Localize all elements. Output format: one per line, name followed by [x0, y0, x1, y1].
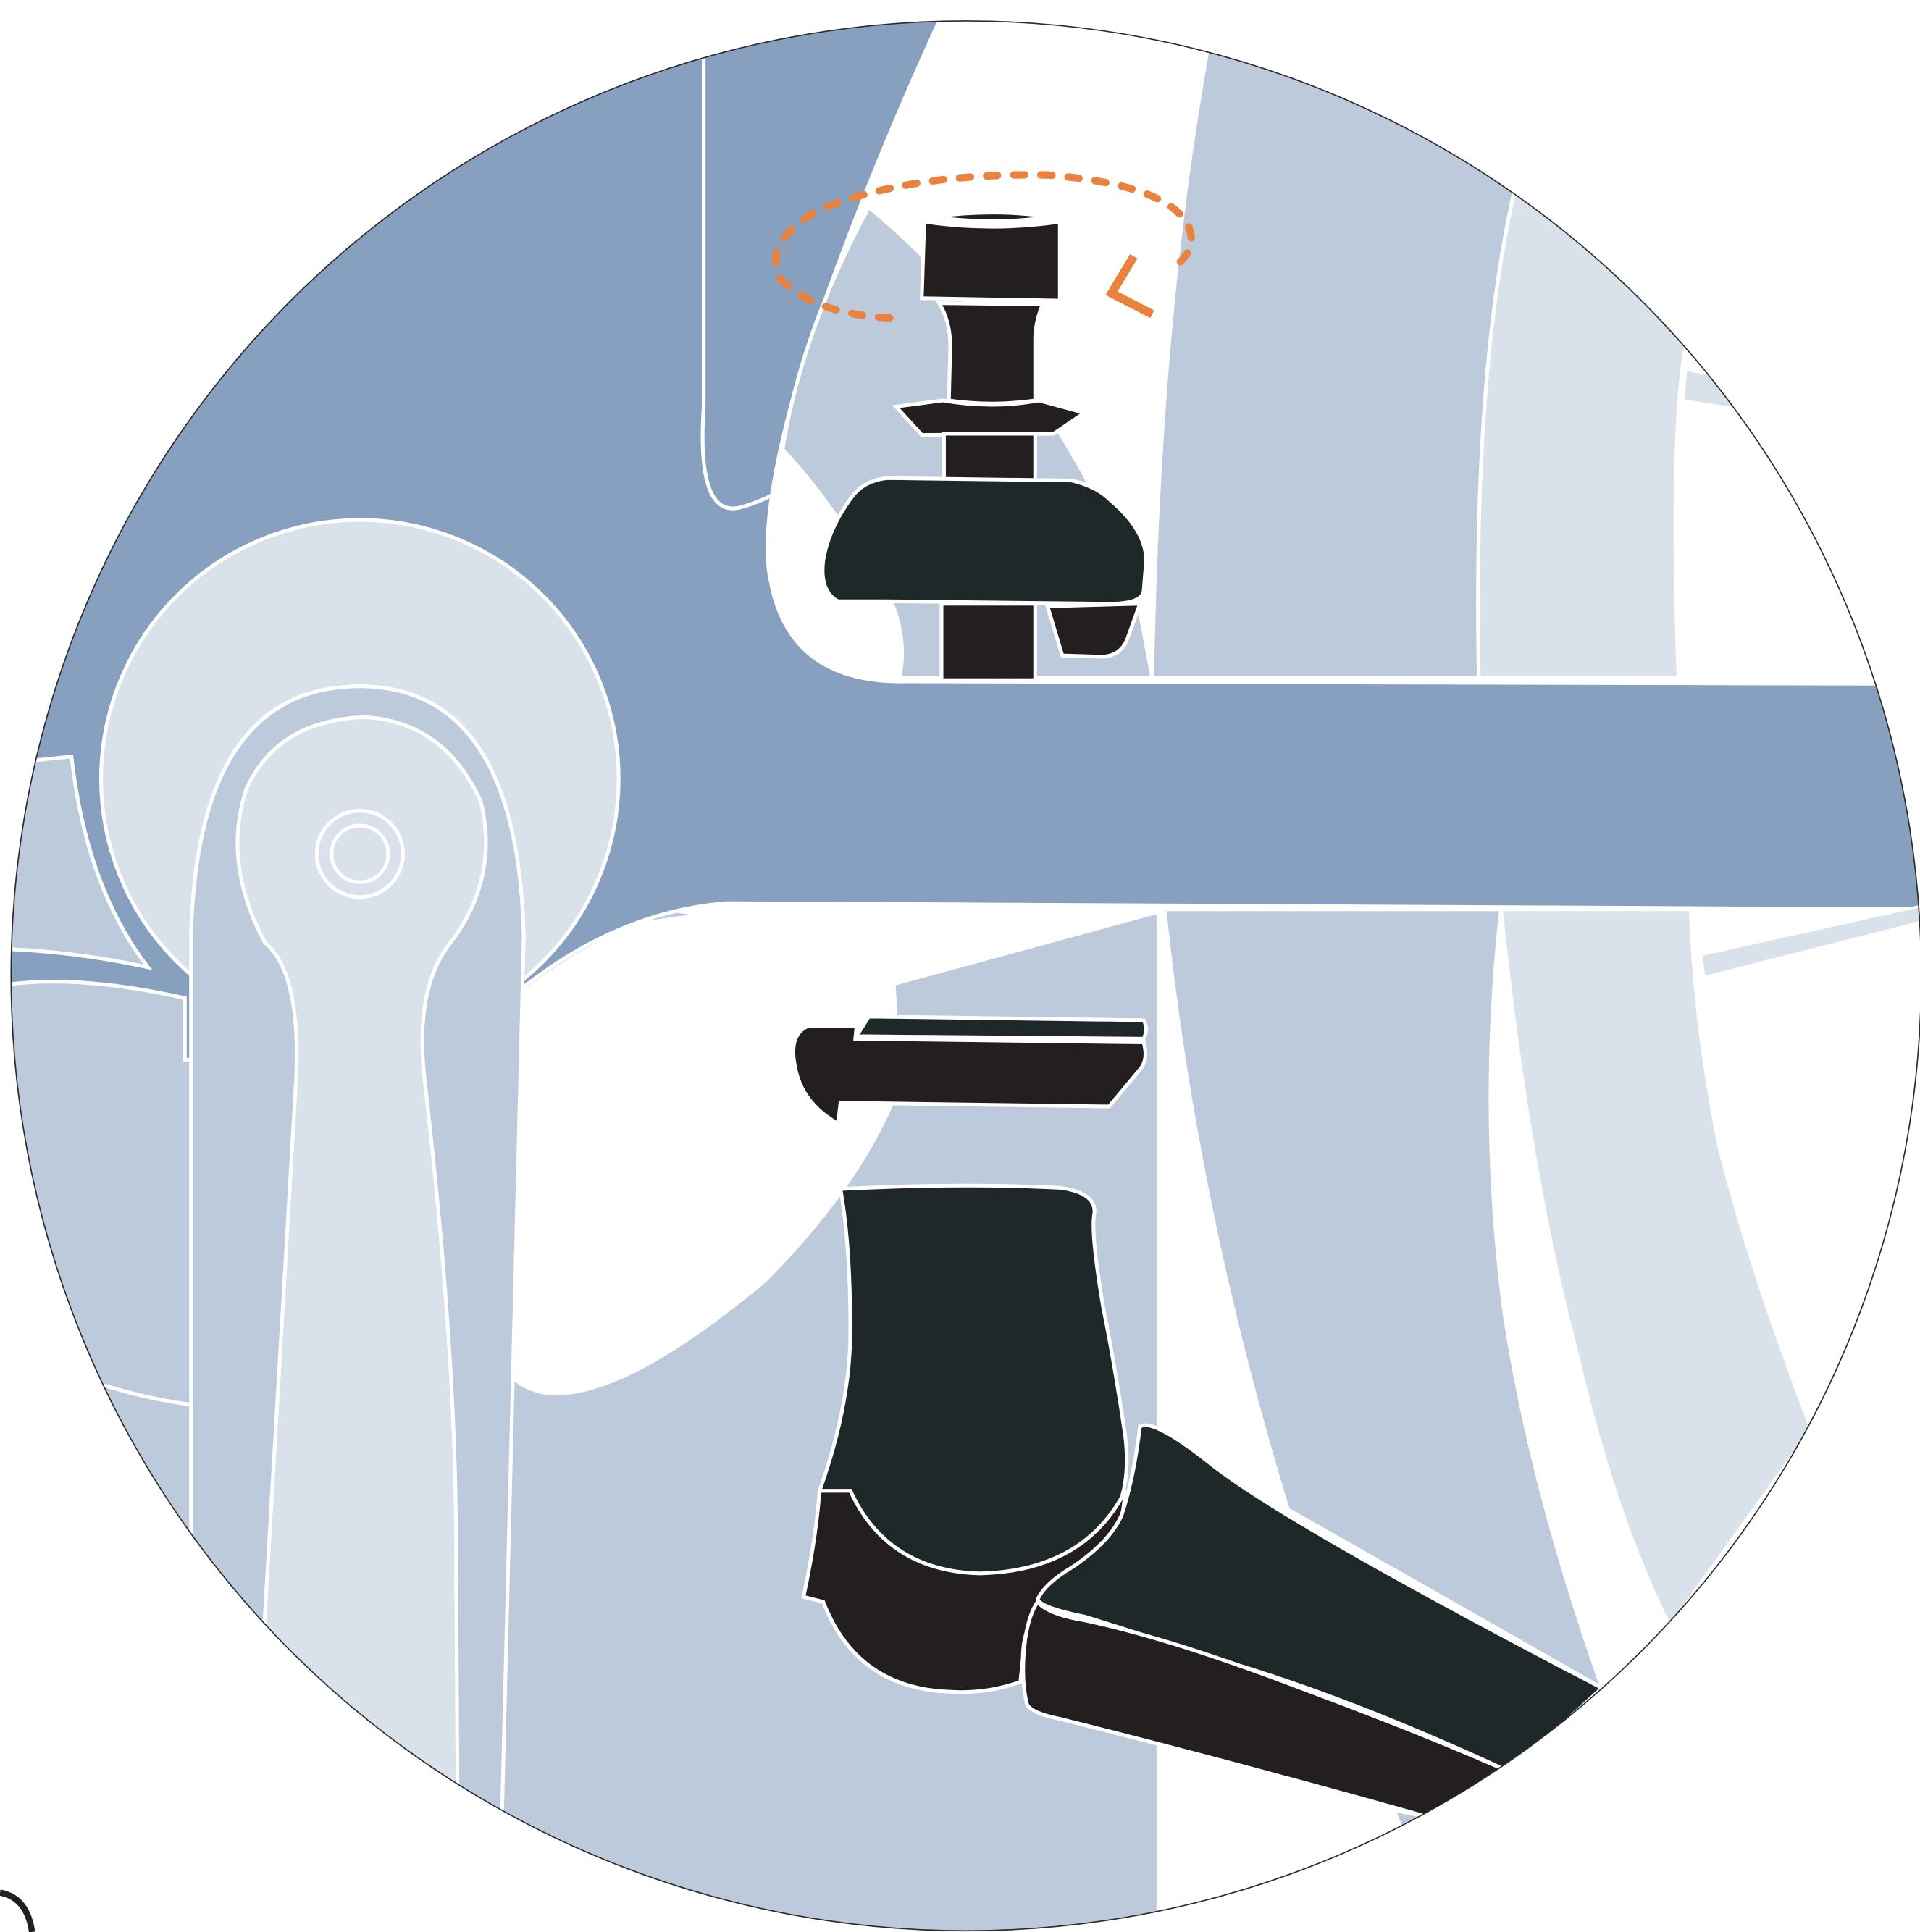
rim-band [1478, 185, 1686, 678]
adjuster-shaft [944, 434, 1035, 483]
caliper-stem [942, 604, 1035, 680]
lock-nut [896, 400, 1084, 435]
lever-clamp-plate [857, 1017, 1146, 1039]
adjuster-cap [922, 222, 1060, 301]
tire-band [1152, 49, 1516, 678]
lower-left-tire [0, 1343, 191, 1932]
circle-mark-icon [0, 1893, 32, 1932]
adjuster-body [939, 303, 1043, 404]
bar-end-mark [1395, 1811, 1430, 1836]
adjuster-cap-top [936, 213, 1047, 220]
upper-caliper-body [823, 478, 1146, 604]
